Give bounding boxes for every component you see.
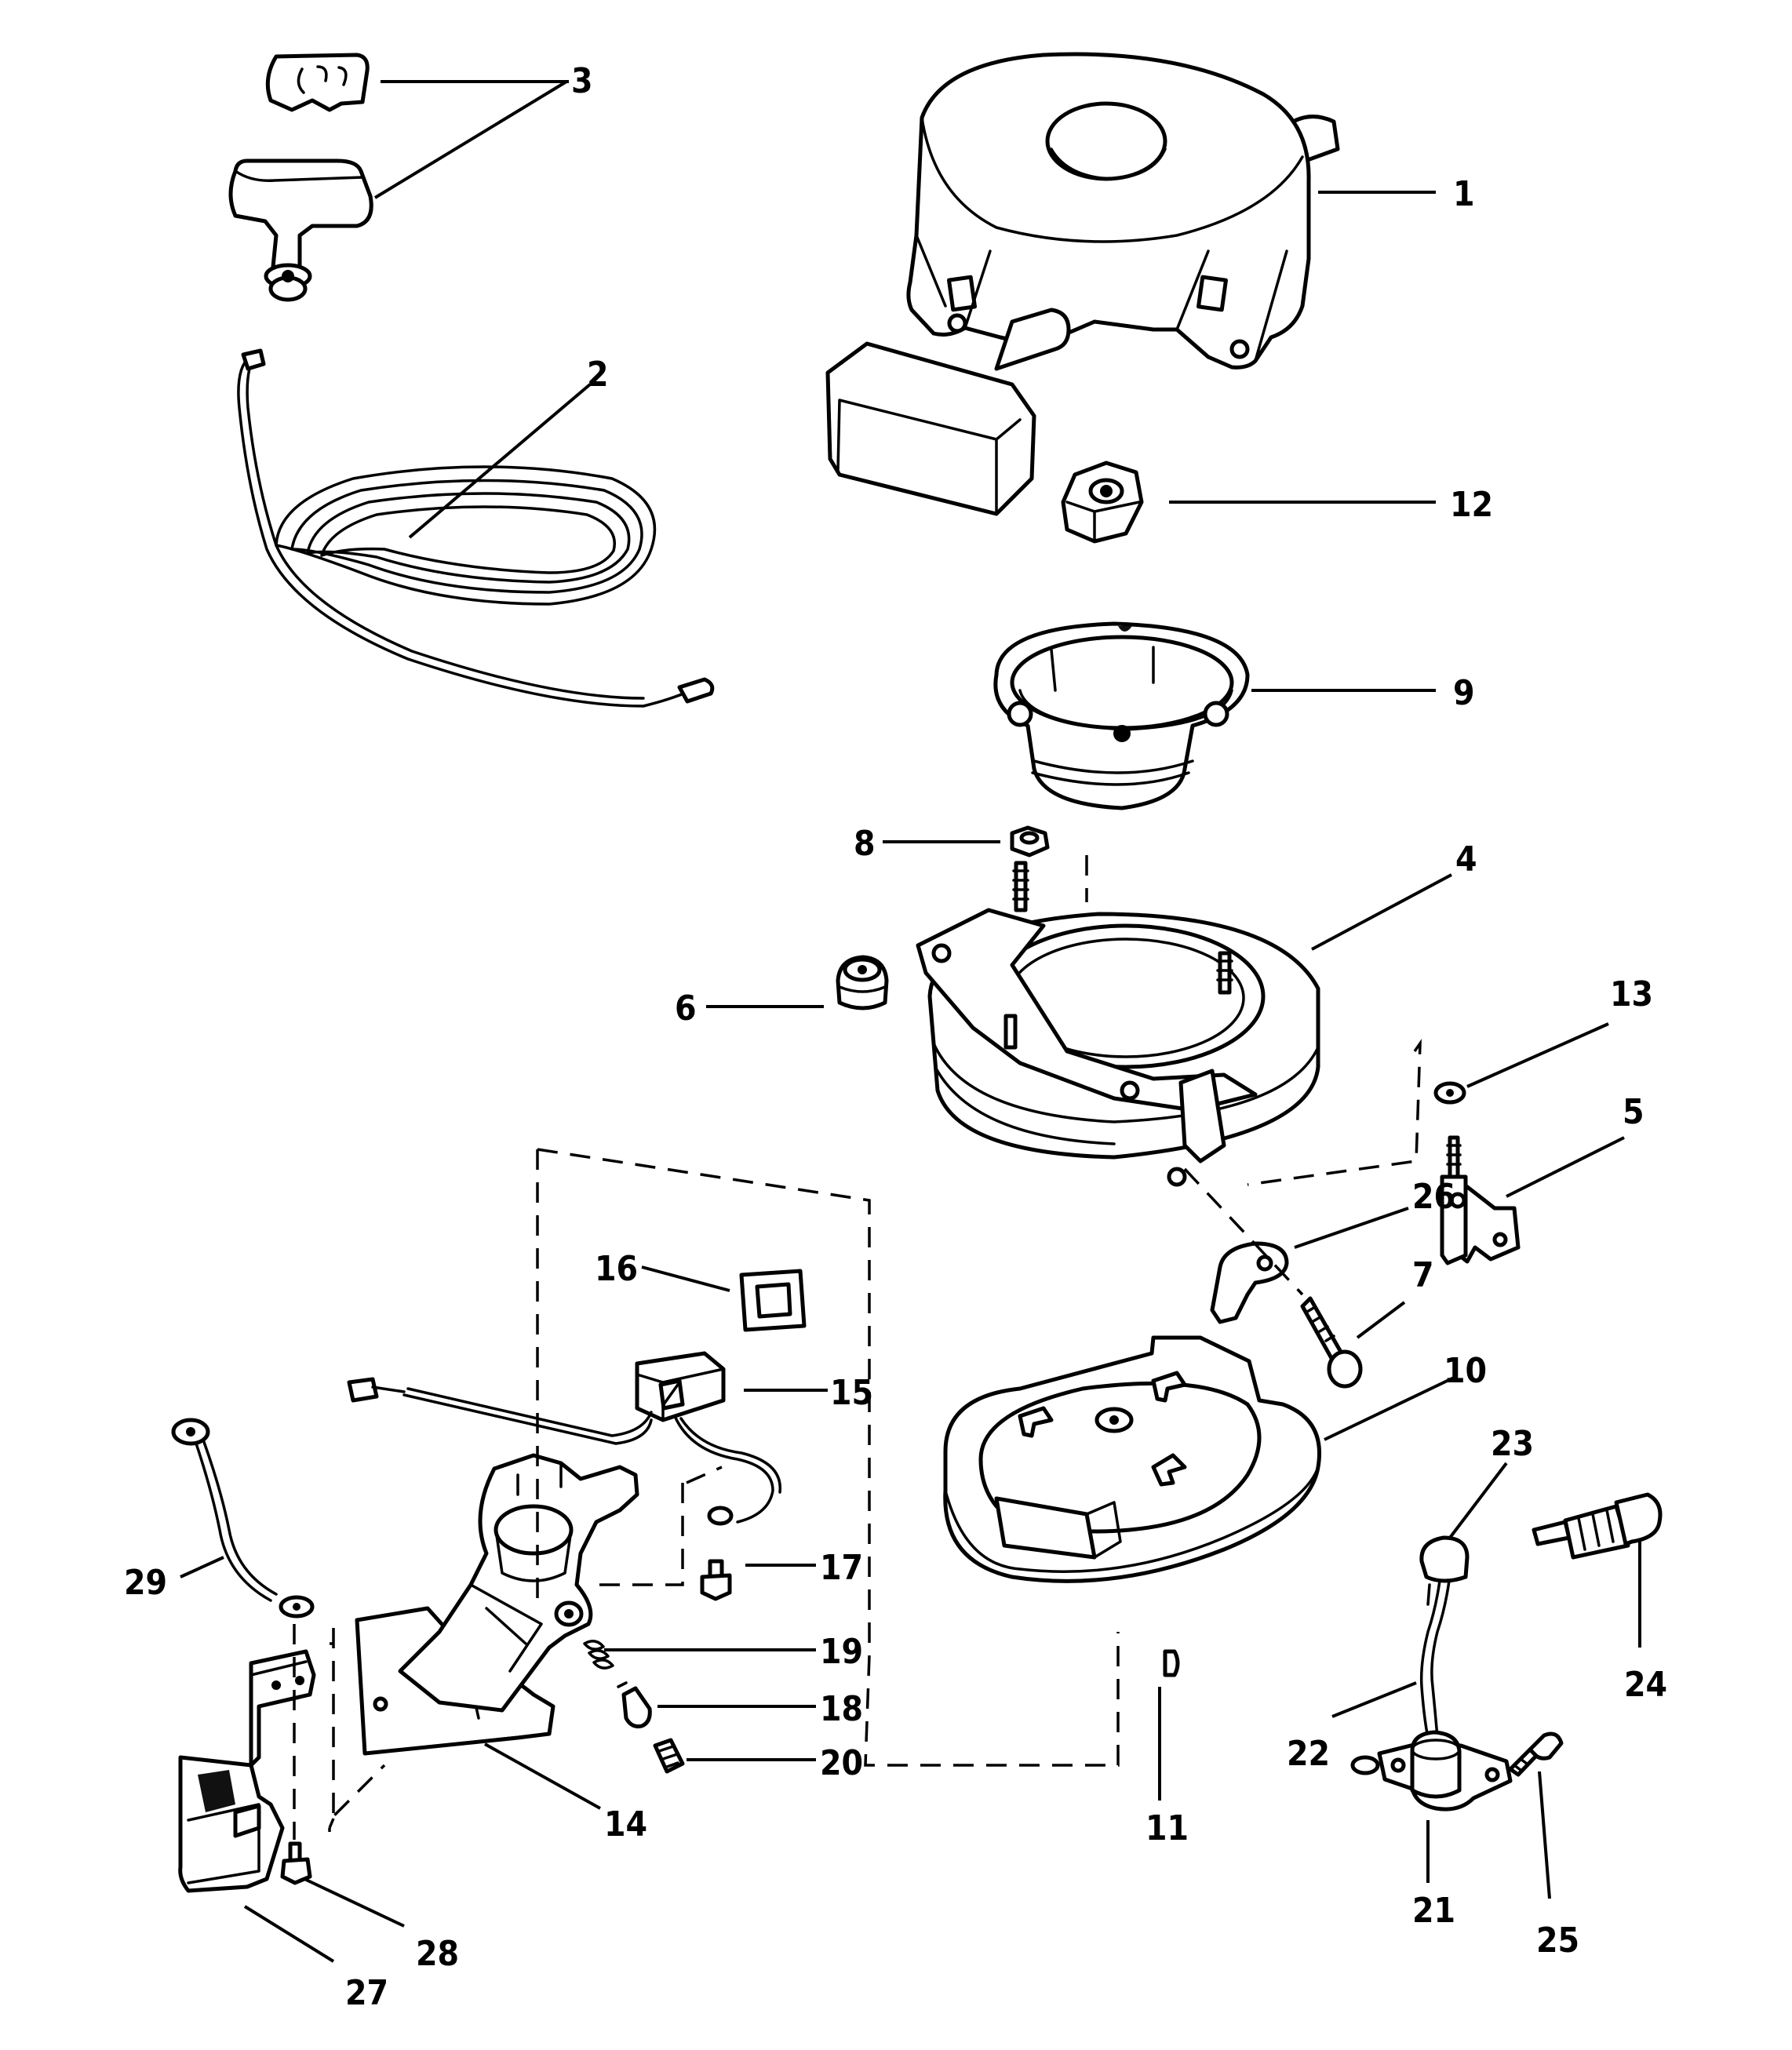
callout-16: 16	[595, 1249, 638, 1289]
part-8-small-nut	[1010, 825, 1050, 858]
part-14-base-plate	[355, 1453, 639, 1756]
part-3-handle-insert	[265, 53, 370, 112]
part-27-bracket	[178, 1649, 316, 1893]
callout-29: 29	[124, 1563, 167, 1603]
assembly-dashed-outlines	[293, 855, 1422, 1840]
callout-4: 4	[1455, 839, 1477, 879]
callout-12: 12	[1450, 485, 1493, 525]
part-3-starter-handle	[228, 158, 373, 302]
callout-28: 28	[416, 1934, 459, 1974]
part-4-stator-assembly	[916, 861, 1320, 1187]
callout-18: 18	[820, 1689, 863, 1729]
callout-19: 19	[820, 1632, 863, 1672]
part-19-spring	[583, 1640, 614, 1669]
part-26-clip	[1210, 1241, 1289, 1324]
callout-13: 13	[1610, 974, 1653, 1014]
part-1-starter-housing	[825, 52, 1340, 516]
part-11-key	[1163, 1649, 1180, 1677]
callout-11: 11	[1145, 1808, 1189, 1848]
part-29-ground-lead	[171, 1418, 315, 1619]
callout-25: 25	[1536, 1921, 1579, 1961]
part-13-washer	[1433, 1081, 1466, 1105]
part-15-coil-module	[347, 1351, 781, 1526]
part-17-screw	[700, 1559, 732, 1601]
part-10-flywheel	[943, 1335, 1321, 1583]
part-21-coil	[1350, 1730, 1513, 1812]
leader-lines	[180, 80, 1641, 1963]
part-25-screw	[1508, 1731, 1564, 1777]
part-6-grommet	[836, 955, 889, 1010]
part-16-pad	[739, 1269, 807, 1332]
part-2-starter-rope	[237, 348, 715, 708]
callout-6: 6	[675, 989, 697, 1029]
callout-17: 17	[820, 1548, 863, 1588]
part-28-screw	[280, 1841, 312, 1885]
part-24-spark-plug	[1532, 1492, 1663, 1560]
callout-8: 8	[854, 824, 876, 864]
callout-10: 10	[1444, 1351, 1487, 1391]
callout-7: 7	[1412, 1255, 1434, 1295]
callout-1: 1	[1453, 174, 1475, 214]
callout-26: 26	[1412, 1177, 1455, 1217]
part-7-screw	[1300, 1296, 1363, 1389]
part-18-plunger	[617, 1681, 652, 1728]
callout-5: 5	[1623, 1092, 1644, 1132]
part-12-nut	[1061, 461, 1144, 544]
callout-15: 15	[830, 1373, 873, 1413]
callout-22: 22	[1287, 1734, 1330, 1774]
part-22-hi-tension-lead	[1419, 1579, 1451, 1739]
callout-24: 24	[1624, 1665, 1667, 1705]
part-23-boot	[1419, 1535, 1470, 1606]
part-20-set-screw	[653, 1738, 685, 1774]
callout-23: 23	[1491, 1424, 1534, 1464]
callout-27: 27	[345, 1973, 388, 2013]
part-9-rope-pulley	[993, 621, 1250, 810]
callout-labels: 1 2 3 4 5 6 7 8 9 10 11 12 13 14 15 16 1…	[124, 61, 1667, 2013]
callout-2: 2	[587, 355, 609, 395]
callout-20: 20	[820, 1743, 863, 1783]
callout-14: 14	[604, 1804, 647, 1844]
callout-9: 9	[1453, 673, 1475, 713]
part-5-bracket	[1440, 1135, 1521, 1265]
callout-21: 21	[1412, 1891, 1455, 1931]
callout-3: 3	[571, 61, 593, 101]
